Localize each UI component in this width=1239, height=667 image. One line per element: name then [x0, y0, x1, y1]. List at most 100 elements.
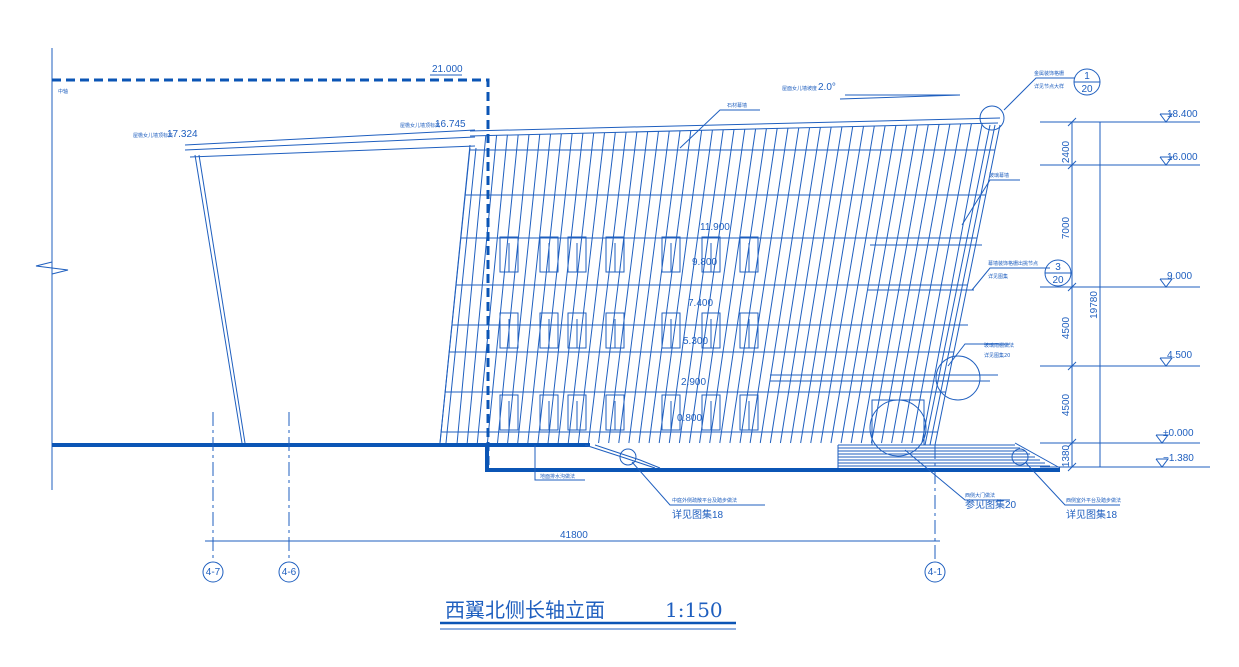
floor-elevations: 11.900 9.800 7.400 5.300 2.900 0.800 [677, 222, 730, 424]
roof-left-elevation: 17.324 [167, 129, 198, 140]
facade-mullion [699, 129, 746, 444]
dimension-labels: 2400 7000 4500 4500 1380 19780 41800 [560, 140, 1100, 541]
facade-mullion [638, 130, 681, 444]
svg-text:中庭外侧疏散平台及踏步做法: 中庭外侧疏散平台及踏步做法 [672, 497, 737, 504]
facade-mullion [891, 124, 951, 444]
facade-mullion [880, 124, 940, 444]
svg-text:详见图集18: 详见图集18 [1066, 508, 1118, 521]
facade-mullion [648, 130, 692, 444]
facade-mullion [901, 123, 962, 444]
svg-text:5.300: 5.300 [683, 336, 708, 347]
svg-text:参见图集20: 参见图集20 [965, 498, 1017, 511]
facade-mullion [729, 128, 778, 444]
svg-text:20: 20 [1081, 84, 1093, 95]
svg-text:−1.380: −1.380 [1163, 453, 1194, 464]
facade-mullion [668, 129, 713, 444]
facade-mullion [719, 128, 767, 444]
facade-mullion [689, 129, 735, 444]
roof-slope: 2.0° [818, 82, 836, 93]
mid-axis-label: 中轴 [58, 88, 68, 95]
svg-text:4500: 4500 [1061, 316, 1072, 339]
facade-linework [439, 117, 1001, 446]
level-markers [1040, 113, 1200, 472]
facade-mullion [608, 131, 649, 444]
facade-mullion [517, 133, 552, 444]
facade-mullion [598, 131, 638, 444]
svg-text:41800: 41800 [560, 530, 588, 541]
facade-mullion [507, 134, 541, 444]
svg-text:±0.000: ±0.000 [1163, 428, 1194, 439]
svg-text:2400: 2400 [1061, 140, 1072, 163]
svg-text:3: 3 [1055, 262, 1061, 273]
facade-mullion [739, 128, 789, 444]
roof-right-elevation: 16.745 [435, 119, 466, 130]
svg-text:详见图集20: 详见图集20 [984, 352, 1010, 359]
facade-mullion [709, 128, 757, 444]
svg-text:4-7: 4-7 [206, 567, 221, 578]
facade-mullion [921, 123, 983, 444]
dashed-outline [52, 78, 490, 470]
axis-bubble-4-6[interactable]: 4-6 [278, 561, 300, 583]
facade-mullion [547, 133, 584, 444]
right-stair [837, 442, 1061, 469]
svg-text:幕墙装饰格栅出挑节点: 幕墙装饰格栅出挑节点 [988, 260, 1038, 267]
svg-text:4500: 4500 [1061, 393, 1072, 416]
axis-bubble-4-7[interactable]: 4-7 [202, 561, 224, 583]
svg-text:玻璃雨棚做法: 玻璃雨棚做法 [984, 342, 1014, 349]
svg-text:16.000: 16.000 [1167, 152, 1198, 163]
left-stair [584, 444, 661, 469]
svg-text:屋檐女儿墙顶标高: 屋檐女儿墙顶标高 [400, 122, 440, 129]
facade-mullion [658, 130, 703, 444]
svg-text:4.500: 4.500 [1167, 350, 1192, 361]
drawing-scale: 1:150 [665, 598, 723, 622]
lower-ground-line [485, 445, 1060, 472]
facade-mullion [527, 133, 562, 444]
svg-text:地面排水沟做法: 地面排水沟做法 [540, 473, 575, 480]
svg-text:2.900: 2.900 [681, 377, 706, 388]
svg-text:玻璃幕墙: 玻璃幕墙 [989, 172, 1009, 179]
drawing-title: 西翼北侧长轴立面 [445, 598, 605, 622]
facade-mullion [618, 131, 659, 444]
facade-mullion [840, 125, 897, 444]
canopy-column [194, 154, 243, 444]
facade-mullion [870, 124, 929, 444]
axis-bubble-4-1[interactable]: 4-1 [924, 561, 946, 583]
svg-text:屋檐女儿墙顶标高: 屋檐女儿墙顶标高 [133, 132, 173, 139]
svg-text:西侧大门做法: 西侧大门做法 [965, 492, 995, 499]
svg-text:屋面女儿墙坡度: 屋面女儿墙坡度 [782, 85, 817, 92]
svg-text:18.400: 18.400 [1167, 109, 1198, 120]
svg-text:1: 1 [1084, 71, 1090, 82]
svg-text:0.800: 0.800 [677, 413, 702, 424]
facade-mullion [567, 132, 605, 444]
elevation-21: 21.000 [432, 64, 463, 75]
facade-mullion [587, 132, 627, 444]
facade-mullion [537, 133, 573, 444]
facade-mullion [577, 132, 616, 444]
facade-mullion [850, 125, 908, 444]
facade-mullion [911, 123, 972, 444]
break-symbol [35, 261, 69, 275]
facade-mullion [557, 132, 595, 444]
svg-text:4-6: 4-6 [282, 567, 297, 578]
facade-mullion [628, 131, 670, 444]
svg-text:9.800: 9.800 [692, 257, 717, 268]
svg-text:详见图集18: 详见图集18 [672, 508, 724, 521]
facade-mullion [860, 124, 918, 444]
svg-text:金属装饰格栅: 金属装饰格栅 [1034, 70, 1064, 77]
svg-text:详见节点大样: 详见节点大样 [1034, 83, 1064, 90]
level-labels: 18.400 16.000 9.000 4.500 ±0.000 −1.380 [1163, 109, 1198, 464]
svg-text:详见图集: 详见图集 [988, 273, 1008, 280]
svg-text:9.000: 9.000 [1167, 271, 1192, 282]
svg-text:西侧室外平台及踏步做法: 西侧室外平台及踏步做法 [1066, 497, 1121, 504]
svg-text:7.400: 7.400 [688, 298, 713, 309]
facade-mullion [678, 129, 724, 444]
svg-text:1380: 1380 [1061, 444, 1072, 467]
svg-text:20: 20 [1052, 275, 1064, 286]
facade-mullion [830, 125, 886, 444]
svg-text:石材幕墙: 石材幕墙 [727, 102, 747, 109]
svg-text:11.900: 11.900 [700, 222, 730, 233]
detail-callout-3[interactable]: 3 20 [1044, 259, 1072, 287]
svg-text:19780: 19780 [1089, 291, 1100, 319]
detail-callout-1[interactable]: 1 20 [1073, 68, 1101, 96]
